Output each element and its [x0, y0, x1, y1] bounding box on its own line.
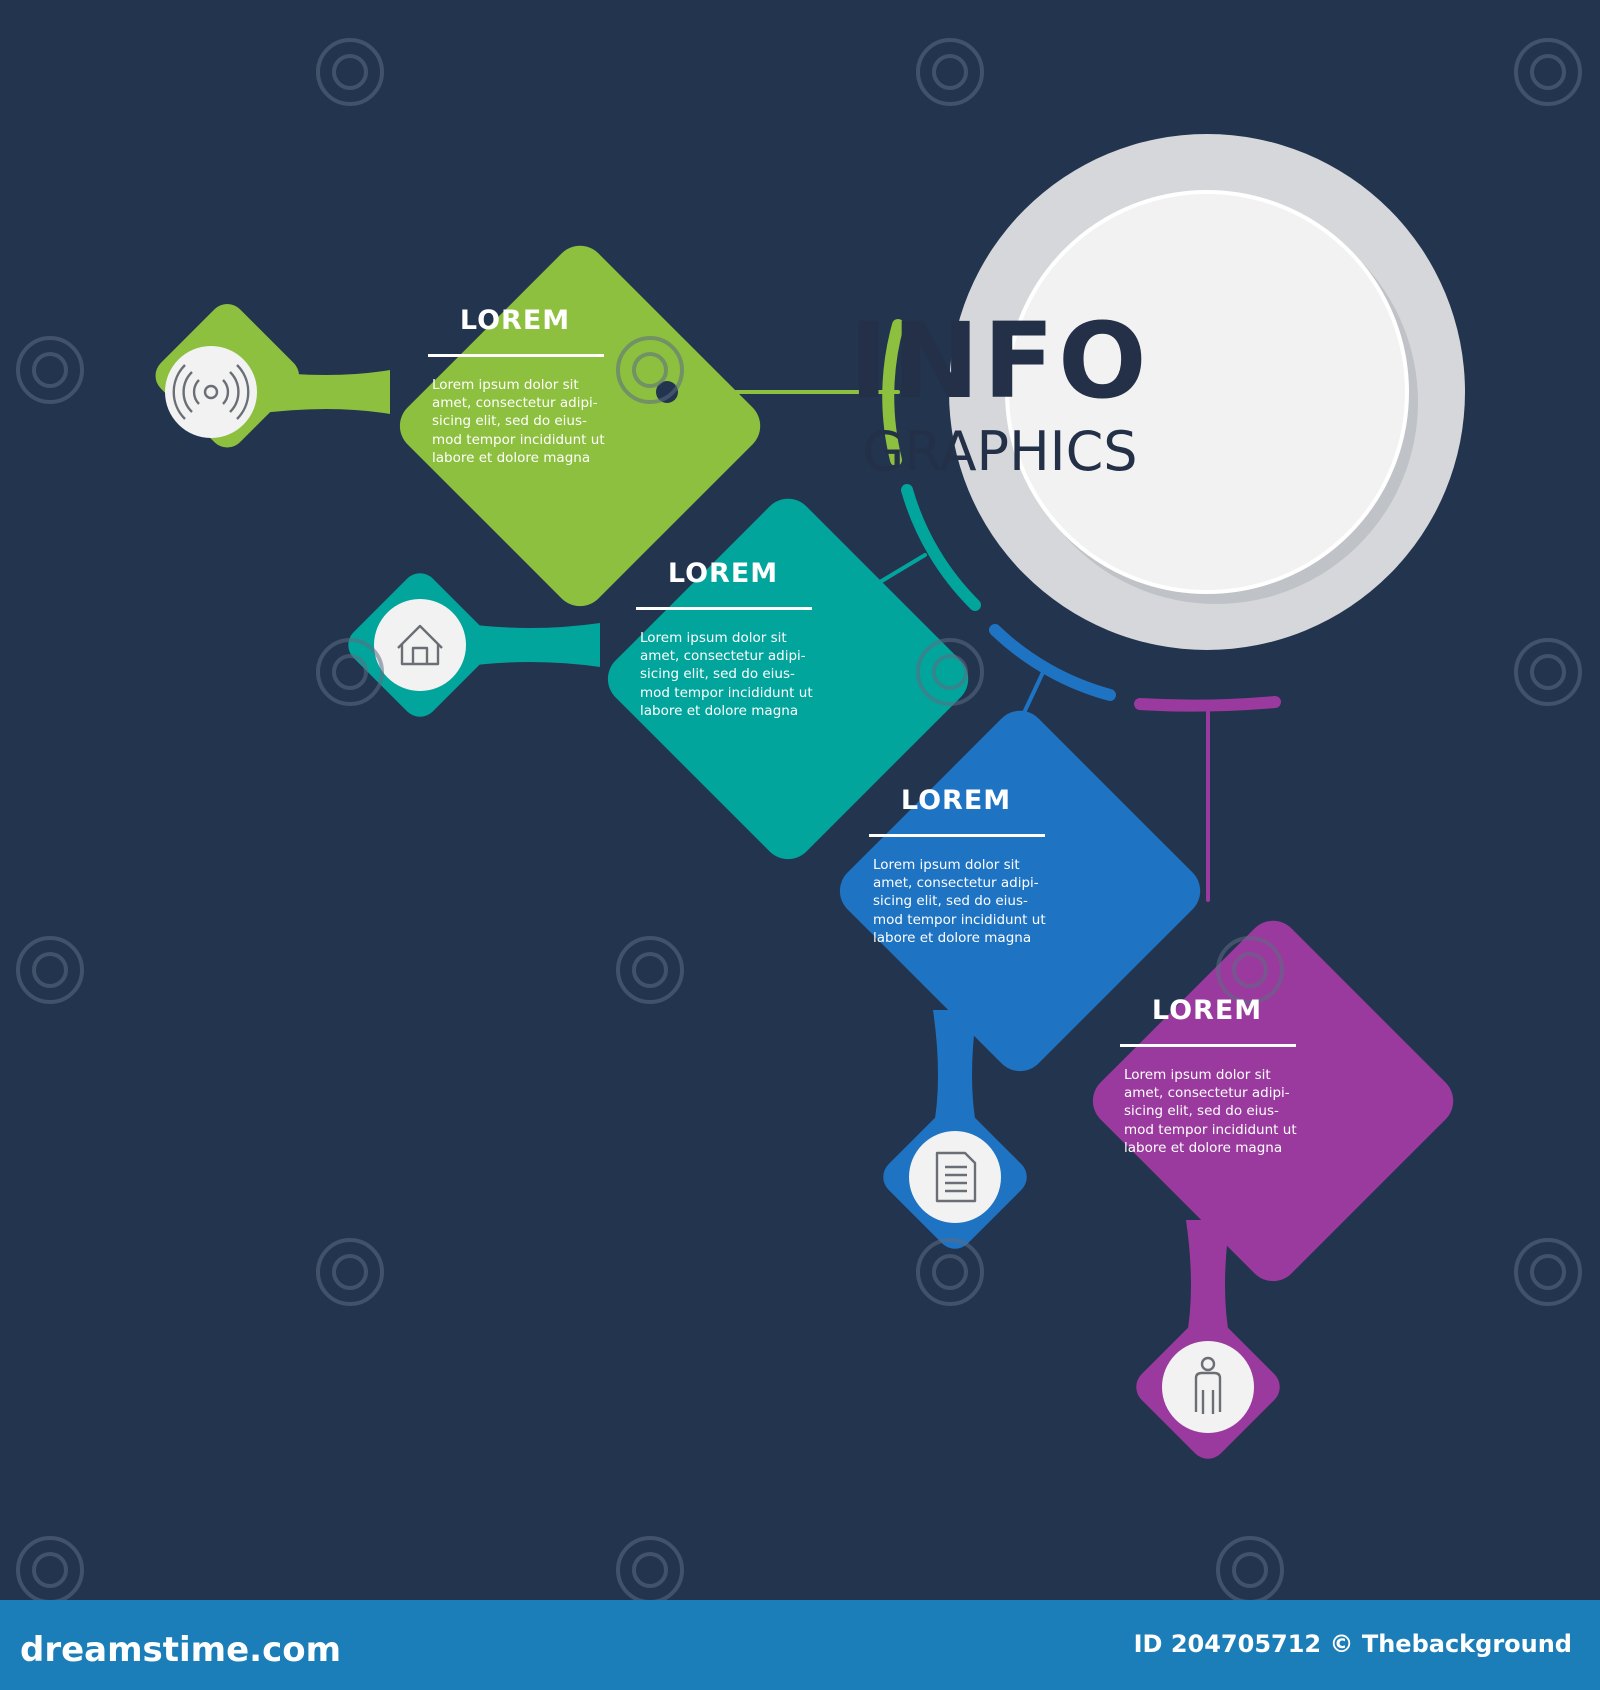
hub — [949, 134, 1465, 650]
card-1-body: Lorem ipsum dolor sit amet, consectetur … — [432, 377, 605, 466]
watermark-spiral — [316, 1238, 384, 1306]
watermark-spiral — [1216, 1536, 1284, 1604]
arc-teal — [901, 484, 981, 611]
watermark — [16, 38, 1582, 1604]
footer-logo: dreamstime.com — [20, 1630, 342, 1670]
card-2-diamond — [607, 498, 969, 860]
card-2-stem — [460, 623, 600, 667]
card-3-body: Lorem ipsum dolor sit amet, consectetur … — [873, 857, 1046, 946]
card-4 — [1092, 920, 1454, 1459]
watermark-spiral — [1514, 1238, 1582, 1306]
card-4-stem — [1186, 1220, 1230, 1340]
card-2 — [348, 498, 969, 860]
card-1-rule — [428, 354, 604, 357]
card-3-rule — [869, 834, 1045, 837]
card-3-icon-disc — [909, 1131, 1001, 1223]
watermark-spiral — [1216, 936, 1284, 1004]
card-2-rule — [636, 607, 812, 610]
watermark-spiral — [316, 638, 384, 706]
watermark-spiral — [616, 1536, 684, 1604]
watermark-spiral — [16, 1536, 84, 1604]
card-4-rule — [1120, 1044, 1296, 1047]
hub-subtitle: GRAPHICS — [862, 420, 1138, 483]
watermark-spiral — [16, 336, 84, 404]
watermark-spiral — [316, 38, 384, 106]
watermark-spiral — [916, 1238, 984, 1306]
watermark-spiral — [916, 38, 984, 106]
card-3-stem — [933, 1010, 977, 1130]
card-2-icon-disc — [374, 599, 466, 691]
card-1 — [155, 245, 761, 607]
document-icon — [935, 1151, 977, 1203]
footer-bar — [0, 1600, 1600, 1690]
watermark-spiral — [916, 638, 984, 706]
card-2-body: Lorem ipsum dolor sit amet, consectetur … — [640, 630, 813, 719]
card-4-body: Lorem ipsum dolor sit amet, consectetur … — [1124, 1067, 1297, 1156]
card-1-icon-disc — [165, 346, 257, 438]
card-3-title: LOREM — [900, 785, 1012, 816]
watermark-spiral — [1514, 638, 1582, 706]
card-1-diamond — [399, 245, 761, 607]
card-3-diamond — [839, 710, 1201, 1072]
card-4-hang-hole — [1197, 923, 1219, 945]
hub-title: INFO — [849, 300, 1151, 422]
watermark-spiral — [1514, 38, 1582, 106]
card-4-diamond — [1092, 920, 1454, 1282]
home-icon — [397, 624, 443, 666]
person-icon — [1194, 1356, 1222, 1414]
card-4-title: LOREM — [1151, 995, 1263, 1026]
watermark-spiral — [616, 936, 684, 1004]
arc-blue — [989, 624, 1116, 701]
card-4-icon-disc — [1162, 1341, 1254, 1433]
watermark-spiral — [616, 336, 684, 404]
arc-purple — [1134, 696, 1281, 712]
watermark-spiral — [16, 936, 84, 1004]
footer-id: ID 204705712 © Thebackground — [1133, 1630, 1572, 1658]
card-1-connector-dot — [656, 381, 678, 403]
card-1-title: LOREM — [459, 305, 571, 336]
card-2-title: LOREM — [667, 558, 779, 589]
hub-inner-disc — [1005, 190, 1409, 594]
card-3 — [839, 710, 1201, 1249]
signal-icon — [172, 364, 250, 420]
